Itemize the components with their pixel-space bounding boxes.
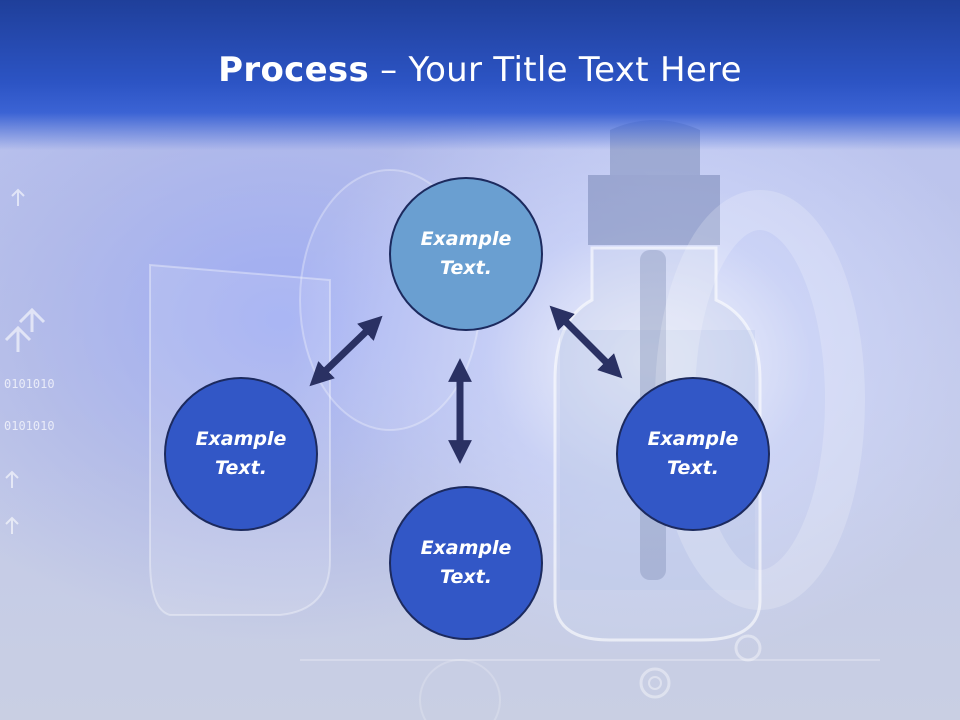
node-bottom-text: Example Text. xyxy=(421,534,512,592)
node-right-text: Example Text. xyxy=(648,425,739,483)
node-right-line2: Text. xyxy=(667,457,719,479)
node-bottom-line1: Example xyxy=(420,537,512,559)
node-left-line1: Example xyxy=(195,428,287,450)
node-top-line2: Text. xyxy=(440,257,492,279)
node-top-text: Example Text. xyxy=(421,225,512,283)
title-band xyxy=(0,0,960,150)
node-left-line2: Text. xyxy=(215,457,267,479)
title-strong: Process xyxy=(218,50,370,90)
process-node-top[interactable]: Example Text. xyxy=(389,177,543,331)
node-bottom-line2: Text. xyxy=(440,566,492,588)
binary-text-1: 0101010 xyxy=(4,377,55,391)
process-node-left[interactable]: Example Text. xyxy=(164,377,318,531)
process-node-right[interactable]: Example Text. xyxy=(616,377,770,531)
process-node-bottom[interactable]: Example Text. xyxy=(389,486,543,640)
node-right-line1: Example xyxy=(647,428,739,450)
node-top-line1: Example xyxy=(420,228,512,250)
node-left-text: Example Text. xyxy=(196,425,287,483)
binary-text-2: 0101010 xyxy=(4,419,55,433)
title-rest: – Your Title Text Here xyxy=(369,50,742,90)
arrow-top-left xyxy=(309,315,383,387)
slide-title[interactable]: Process – Your Title Text Here xyxy=(0,50,960,90)
arrow-top-right xyxy=(549,305,623,379)
